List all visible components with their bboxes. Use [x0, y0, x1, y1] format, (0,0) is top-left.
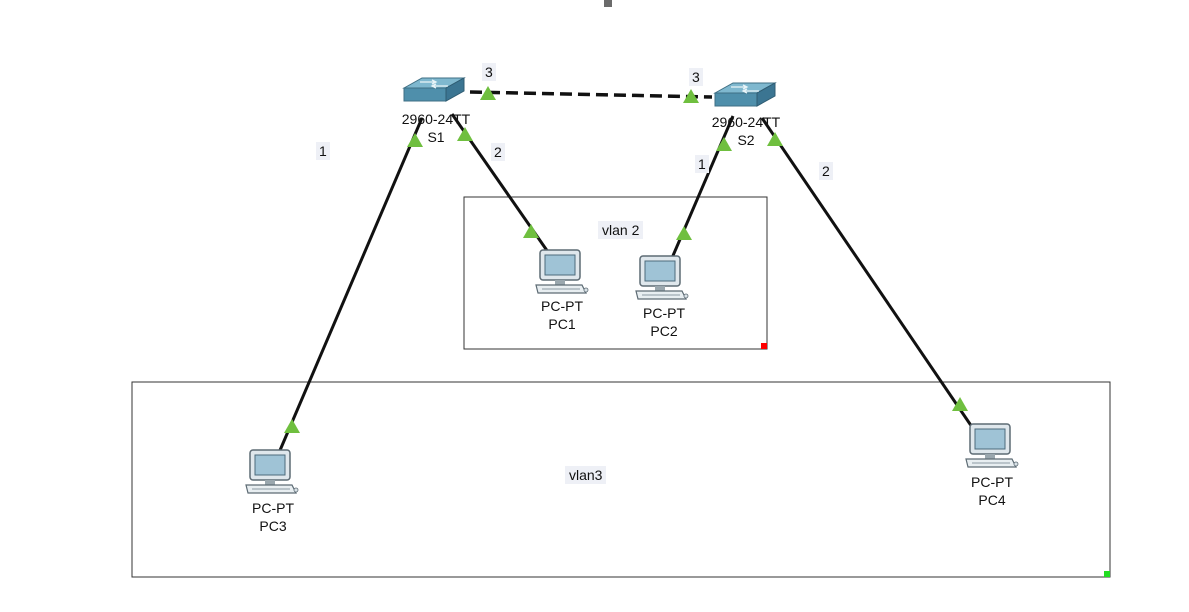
switch-s2-model: 2960-24TT [711, 114, 781, 130]
link-s2-pc4-label: 2 [819, 162, 833, 180]
area-vlan3-label: vlan3 [565, 466, 607, 484]
pc4-icon[interactable] [965, 423, 1019, 468]
switch-s2-name: S2 [737, 132, 755, 148]
link-light-s1-pc3-b [284, 419, 300, 433]
area-vlan2-box[interactable] [463, 196, 768, 350]
link-s2-pc2-label: 1 [695, 155, 709, 173]
pc1-model: PC-PT [541, 298, 583, 314]
pc1-icon[interactable] [535, 249, 589, 294]
link-s1-s2-label-s2: 3 [689, 68, 703, 86]
link-s1-s2-label-s1: 3 [482, 63, 496, 81]
link-light-s2-pc2-b [676, 226, 692, 240]
pc3-name: PC3 [259, 518, 287, 534]
pc1-name: PC1 [548, 316, 576, 332]
link-s1-s2[interactable] [469, 90, 713, 99]
pc2-icon[interactable] [635, 255, 689, 300]
link-s2-pc4[interactable] [760, 117, 974, 428]
switch-s1-icon[interactable] [403, 77, 465, 102]
pc2-model: PC-PT [643, 305, 685, 321]
pc3-icon[interactable] [245, 449, 299, 494]
area-vlan2-label: vlan 2 [598, 221, 644, 239]
top-marker [604, 0, 612, 7]
area-vlan2-resize-handle[interactable] [761, 343, 767, 349]
area-vlan3-resize-handle[interactable] [1104, 571, 1110, 577]
link-s1-pc1-label: 2 [491, 143, 505, 161]
pc4-model: PC-PT [971, 474, 1013, 490]
switch-s1-name: S1 [427, 129, 445, 145]
switch-s2-icon[interactable] [714, 82, 776, 107]
switch-s1-model: 2960-24TT [401, 111, 471, 127]
area-vlan3-box[interactable] [131, 381, 1111, 578]
link-s1-pc3[interactable] [276, 117, 424, 456]
pc2-name: PC2 [650, 323, 678, 339]
link-light-s1-pc1-b [523, 224, 539, 238]
link-s1-pc3-label: 1 [316, 142, 330, 160]
pc4-name: PC4 [978, 492, 1006, 508]
pc3-model: PC-PT [252, 500, 294, 516]
